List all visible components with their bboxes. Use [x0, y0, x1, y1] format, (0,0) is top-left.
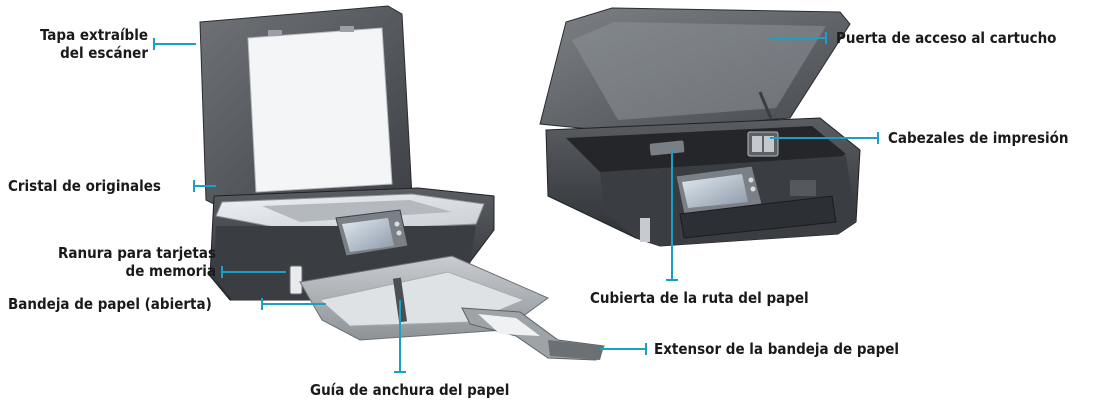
memory-card-slot [289, 265, 303, 295]
tray-extender-window [478, 314, 540, 336]
label-card-slot-line2: de memoria [125, 262, 216, 280]
label-scanner-lid-line1: Tapa extraíble [40, 26, 148, 44]
label-paper-path-cover: Cubierta de la ruta del papel [590, 289, 809, 307]
lid-hinge [268, 30, 282, 36]
right-printer [539, 7, 861, 247]
printhead [764, 136, 774, 152]
right-panel-button [750, 186, 756, 192]
label-cartridge-door: Puerta de acceso al cartucho [836, 29, 1057, 47]
closed-tray [679, 195, 837, 239]
right-panel-button [748, 177, 754, 183]
label-card-slot: Ranura para tarjetas de memoria [20, 244, 216, 280]
tray-extender-flap [548, 340, 604, 360]
label-printheads: Cabezales de impresión [888, 129, 1069, 147]
lid-hinge [340, 26, 354, 32]
label-card-slot-line1: Ranura para tarjetas [58, 244, 216, 262]
paper-path-cover [649, 140, 685, 156]
right-touch-screen [682, 174, 748, 208]
label-tray-extender: Extensor de la bandeja de papel [654, 340, 900, 358]
panel-button [394, 221, 400, 227]
right-card-slot [640, 218, 650, 242]
label-scanner-lid-line2: del escáner [60, 44, 148, 62]
touch-screen [342, 218, 394, 252]
printhead [752, 136, 762, 152]
label-width-guide: Guía de anchura del papel [310, 381, 510, 399]
callout-lines [153, 32, 879, 373]
scanner-lid-inner-pad [247, 27, 393, 193]
paper-output-slot [790, 180, 816, 196]
label-scanner-lid: Tapa extraíble del escáner [20, 26, 148, 62]
glass-reflection [262, 200, 452, 222]
label-paper-tray: Bandeja de papel (abierta) [8, 295, 212, 313]
left-printer [199, 5, 605, 361]
label-scanner-glass: Cristal de originales [8, 177, 161, 195]
panel-button [396, 230, 402, 236]
